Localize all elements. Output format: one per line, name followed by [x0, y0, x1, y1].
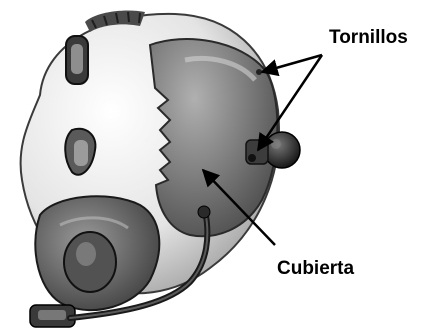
screw-top	[256, 69, 262, 75]
screw-side	[248, 154, 256, 162]
label-tornillos: Tornillos	[329, 27, 408, 49]
label-cubierta: Cubierta	[277, 258, 354, 280]
side-knob	[264, 132, 300, 168]
cover-panel	[150, 39, 277, 236]
hose-connector	[198, 206, 210, 218]
